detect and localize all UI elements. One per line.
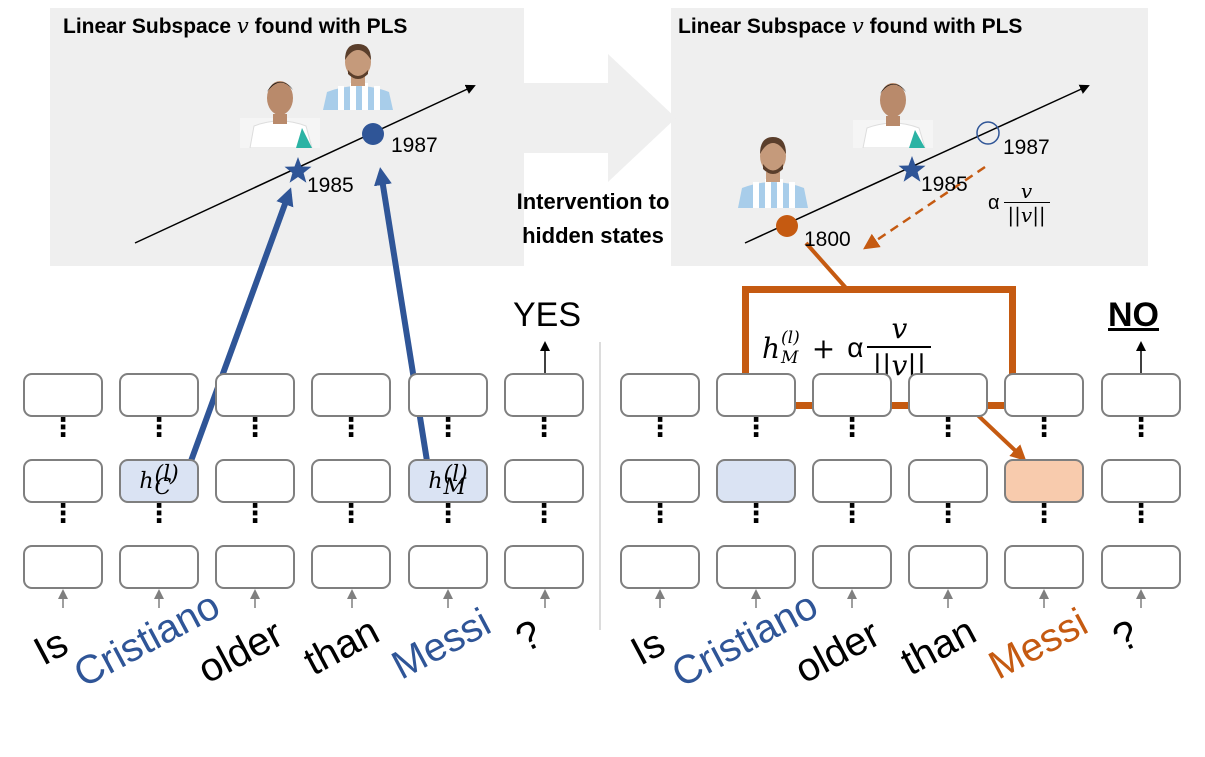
right-dots-upper-2: ⋮ bbox=[743, 413, 769, 443]
hidden-state-m-label: h (l) M bbox=[428, 462, 468, 500]
left-box-bot-2 bbox=[119, 545, 199, 589]
right-box-mid-4 bbox=[908, 459, 988, 503]
left-box-mid-cristiano bbox=[119, 459, 199, 503]
right-box-top-5 bbox=[1004, 373, 1084, 417]
player-photo-messi-right bbox=[738, 137, 808, 208]
right-box-bot-3 bbox=[812, 545, 892, 589]
left-star-marker bbox=[284, 157, 312, 183]
left-box-mid-6 bbox=[504, 459, 584, 503]
left-box-top-5 bbox=[408, 373, 488, 417]
left-dots-lower-4: ⋮ bbox=[338, 499, 364, 529]
right-subspace-axis bbox=[744, 84, 1090, 244]
right-box-top-3 bbox=[812, 373, 892, 417]
right-dots-lower-3: ⋮ bbox=[839, 499, 865, 529]
left-dots-upper-5: ⋮ bbox=[435, 413, 461, 443]
right-box-mid-cristiano bbox=[716, 459, 796, 503]
right-dots-lower-1: ⋮ bbox=[647, 499, 673, 529]
right-panel-title: Linear Subspace v found with PLS bbox=[678, 14, 1023, 38]
right-answer: NO bbox=[1108, 296, 1159, 334]
player-photo-ronaldo-right bbox=[853, 83, 933, 148]
right-orange-marker bbox=[776, 215, 798, 237]
intervention-label: Intervention to hidden states bbox=[516, 189, 670, 248]
right-box-top-4 bbox=[908, 373, 988, 417]
left-dots-upper-1: ⋮ bbox=[50, 413, 76, 443]
player-photo-messi-left bbox=[323, 44, 393, 110]
intervention-formula: h (l) M + α v ||v|| bbox=[762, 300, 932, 396]
right-dots-lower-5: ⋮ bbox=[1031, 499, 1057, 529]
right-box-bot-2 bbox=[716, 545, 796, 589]
hidden-state-c-label: h (l) C bbox=[139, 462, 179, 500]
right-dots-lower-6: ⋮ bbox=[1128, 499, 1154, 529]
right-dots-upper-3: ⋮ bbox=[839, 413, 865, 443]
right-year-1985: 1985 bbox=[921, 173, 968, 196]
left-box-bot-3 bbox=[215, 545, 295, 589]
right-dots-upper-4: ⋮ bbox=[935, 413, 961, 443]
right-year-1800: 1800 bbox=[804, 228, 851, 251]
right-box-top-2 bbox=[716, 373, 796, 417]
right-box-mid-1 bbox=[620, 459, 700, 503]
left-dots-lower-6: ⋮ bbox=[531, 499, 557, 529]
left-dots-lower-5: ⋮ bbox=[435, 499, 461, 529]
shift-dashed-arrow bbox=[863, 165, 986, 250]
projection-arrow-m bbox=[374, 167, 430, 462]
right-box-mid-6 bbox=[1101, 459, 1181, 503]
right-year-1987: 1987 bbox=[1003, 136, 1050, 159]
left-subspace-axis bbox=[134, 84, 476, 244]
left-box-top-3 bbox=[215, 373, 295, 417]
left-box-mid-1 bbox=[23, 459, 103, 503]
right-hollow-marker bbox=[976, 121, 1000, 145]
left-dots-upper-6: ⋮ bbox=[531, 413, 557, 443]
left-dots-upper-2: ⋮ bbox=[146, 413, 172, 443]
left-box-mid-3 bbox=[215, 459, 295, 503]
right-dots-lower-2: ⋮ bbox=[743, 499, 769, 529]
right-input-arrows bbox=[655, 589, 1146, 608]
right-box-bot-6 bbox=[1101, 545, 1181, 589]
right-box-bot-5 bbox=[1004, 545, 1084, 589]
left-box-top-4 bbox=[311, 373, 391, 417]
left-box-bot-4 bbox=[311, 545, 391, 589]
transition-arrow-shape bbox=[524, 54, 676, 182]
shift-label: α v ||v|| bbox=[988, 180, 1050, 227]
right-box-mid-3 bbox=[812, 459, 892, 503]
right-box-top-6 bbox=[1101, 373, 1181, 417]
left-answer: YES bbox=[513, 296, 582, 334]
formula-connector-top bbox=[804, 241, 848, 290]
left-box-bot-6 bbox=[504, 545, 584, 589]
left-panel-title: Linear Subspace v found with PLS bbox=[63, 14, 408, 38]
right-dots-lower-4: ⋮ bbox=[935, 499, 961, 529]
projection-arrow-c bbox=[188, 187, 294, 463]
right-box-bot-1 bbox=[620, 545, 700, 589]
right-box-bot-4 bbox=[908, 545, 988, 589]
left-year-1987: 1987 bbox=[391, 134, 438, 157]
left-year-1985: 1985 bbox=[307, 174, 354, 197]
left-box-bot-1 bbox=[23, 545, 103, 589]
left-dots-upper-4: ⋮ bbox=[338, 413, 364, 443]
left-dots-lower-1: ⋮ bbox=[50, 499, 76, 529]
right-star-marker bbox=[898, 156, 926, 182]
left-dots-lower-3: ⋮ bbox=[242, 499, 268, 529]
left-box-top-6 bbox=[504, 373, 584, 417]
left-box-top-2 bbox=[119, 373, 199, 417]
right-dots-upper-1: ⋮ bbox=[647, 413, 673, 443]
left-dot-marker bbox=[362, 123, 384, 145]
left-dots-lower-2: ⋮ bbox=[146, 499, 172, 529]
left-dots-upper-3: ⋮ bbox=[242, 413, 268, 443]
left-box-top-1 bbox=[23, 373, 103, 417]
left-box-mid-4 bbox=[311, 459, 391, 503]
right-box-top-1 bbox=[620, 373, 700, 417]
left-box-mid-messi bbox=[408, 459, 488, 503]
right-box-mid-messi bbox=[1004, 459, 1084, 503]
left-box-bot-5 bbox=[408, 545, 488, 589]
right-dots-upper-5: ⋮ bbox=[1031, 413, 1057, 443]
player-photo-ronaldo-left bbox=[240, 81, 320, 148]
left-input-arrows bbox=[58, 589, 550, 608]
right-dots-upper-6: ⋮ bbox=[1128, 413, 1154, 443]
